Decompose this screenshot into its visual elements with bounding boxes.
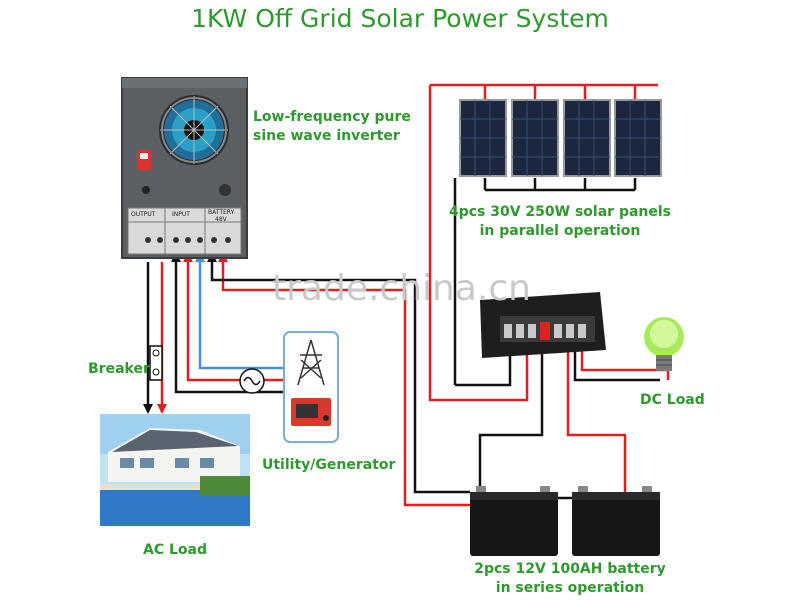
house-image — [100, 414, 250, 526]
battery-label-line2: in series operation — [450, 579, 690, 598]
inverter-battery-label: BATTERY — [208, 209, 234, 216]
solar-panel — [564, 100, 610, 176]
inverter-label-line2: sine wave inverter — [253, 127, 411, 146]
generator-icon — [291, 398, 331, 426]
panels-label: 4pcs 30V 250W solar panels in parallel o… — [440, 203, 680, 241]
light-bulb-icon — [644, 317, 684, 371]
battery — [470, 486, 558, 556]
dc-load-label: DC Load — [640, 391, 705, 410]
inverter-label-line1: Low-frequency pure — [253, 108, 411, 127]
inverter-input-label: INPUT — [172, 211, 190, 218]
solar-panel — [512, 100, 558, 176]
ac-source-icon — [240, 369, 264, 393]
inverter-output-label: OUTPUT — [131, 211, 155, 218]
ac-load-label: AC Load — [143, 541, 207, 560]
battery-link-red — [568, 345, 625, 492]
solar-panel-array — [460, 100, 661, 176]
battery-label: 2pcs 12V 100AH battery in series operati… — [450, 560, 690, 598]
panels-label-line1: 4pcs 30V 250W solar panels — [440, 203, 680, 222]
inverter-unit — [122, 78, 247, 258]
battery-label-line1: 2pcs 12V 100AH battery — [450, 560, 690, 579]
breaker-label: Breaker — [88, 360, 150, 379]
inverter-battery-voltage: 48V — [215, 216, 227, 223]
utility-generator-box — [284, 332, 338, 442]
watermark: trade.china.cn — [272, 268, 531, 309]
battery-bank — [470, 486, 660, 556]
solar-panel — [615, 100, 661, 176]
panels-label-line2: in parallel operation — [440, 222, 680, 241]
utility-label: Utility/Generator — [262, 456, 395, 475]
solar-panel — [460, 100, 506, 176]
breaker-icon — [150, 346, 162, 380]
inverter-label: Low-frequency pure sine wave inverter — [253, 108, 411, 146]
battery — [572, 486, 660, 556]
